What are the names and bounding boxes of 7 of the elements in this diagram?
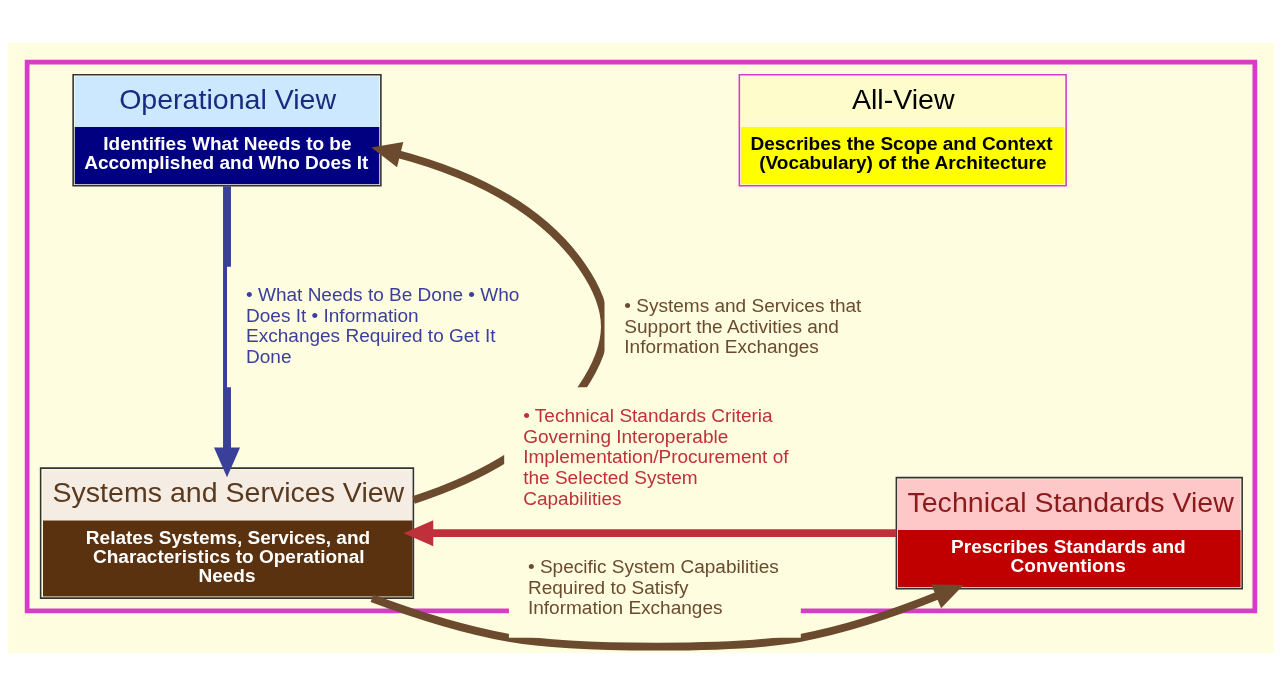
arrow [403, 519, 897, 546]
edge-label: • Technical Standards Criteria Governing Interoperable Implementation/Procurement of the Selected System Capabilities [523, 404, 789, 509]
edge-label: • What Needs to Be Done • Who Does It • Information Exchanges Required to Get It Done [246, 283, 520, 367]
edge-label: • Systems and Services that Support the Activities and Information Exchanges [624, 294, 862, 357]
arrow [370, 583, 964, 651]
arrow [214, 185, 240, 477]
edge-label: • Specific System Capabilities Required to Satisfy Information Exchanges [527, 555, 779, 618]
